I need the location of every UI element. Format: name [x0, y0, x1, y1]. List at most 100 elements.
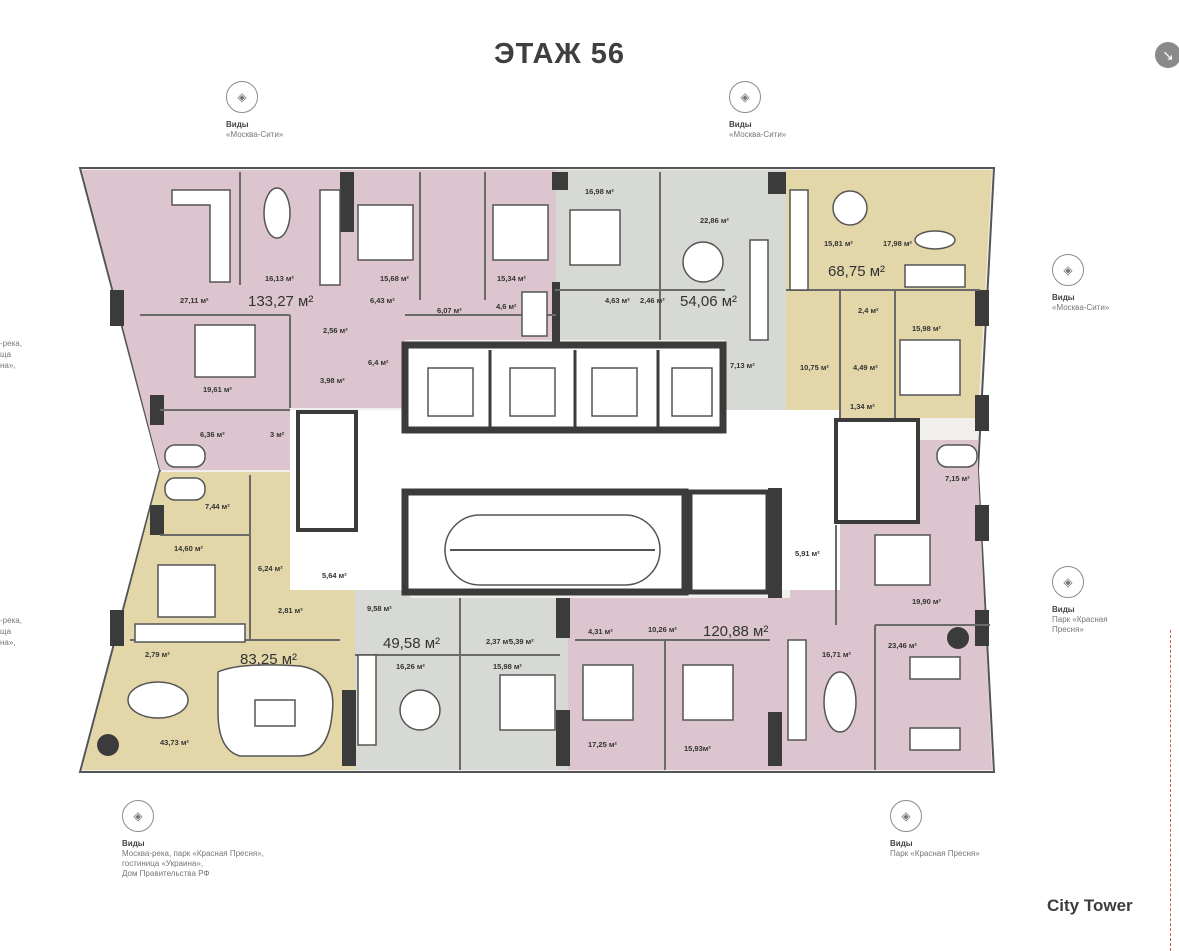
view-marker-bottom-right[interactable]: ◈ Виды Парк «Красная Пресня»	[890, 800, 980, 859]
view-marker-right-top[interactable]: ◈ Виды «Москва-Сити»	[1052, 254, 1109, 313]
bathtubs	[164, 291, 978, 501]
clipped-line: на»,	[0, 361, 16, 370]
room-area: 19,61 м²	[203, 385, 232, 394]
room-area: 2,79 м²	[145, 650, 170, 659]
room-area: 10,75 м²	[800, 363, 829, 372]
room-area: 6,36 м²	[200, 430, 225, 439]
structural-walls	[110, 172, 989, 766]
eye-view-icon: ◈	[122, 800, 154, 832]
view-title: Виды	[890, 839, 913, 848]
clipped-line: ща	[0, 350, 12, 359]
apartment-total: 54,06 м²	[680, 293, 737, 310]
view-desc: Москва-река, парк «Красная Пресня», гост…	[122, 849, 264, 878]
plant-icon	[97, 734, 119, 756]
room-area: 16,26 м²	[396, 662, 425, 671]
room-area: 2,56 м²	[323, 326, 348, 335]
eye-view-icon: ◈	[729, 81, 761, 113]
room-area: 2,37 м²	[486, 637, 511, 646]
room-area: 3 м²	[270, 430, 285, 439]
view-title: Виды	[1052, 293, 1075, 302]
room-area: 15,98 м²	[493, 662, 522, 671]
room-area: 43,73 м²	[160, 738, 189, 747]
view-marker-top-right[interactable]: ◈ Виды «Москва-Сити»	[729, 81, 786, 140]
eye-view-icon: ◈	[1052, 254, 1084, 286]
room-area: 16,13 м²	[265, 274, 294, 283]
shaft	[687, 489, 771, 595]
eye-view-icon: ◈	[890, 800, 922, 832]
clipped-view-text-left-top: -река, ща на»,	[0, 338, 22, 371]
clipped-line: на»,	[0, 638, 16, 647]
arrow-down-right-icon[interactable]: ↘	[1155, 42, 1179, 68]
room-area: 16,98 м²	[585, 187, 614, 196]
room-area: 7,44 м²	[205, 502, 230, 511]
room-area: 22,86 м²	[700, 216, 729, 225]
room-area: 9,58 м²	[367, 604, 392, 613]
shaft	[296, 410, 358, 532]
sofa-furniture	[171, 189, 966, 757]
dashed-guide-line	[1170, 630, 1171, 951]
room-area: 19,90 м²	[912, 597, 941, 606]
clipped-view-text-left-bottom: -река, ща на»,	[0, 615, 22, 648]
apartment-total: 83,25 м²	[240, 651, 297, 668]
apartment-68-area[interactable]	[786, 170, 992, 418]
room-area: 16,71 м²	[822, 650, 851, 659]
room-area: 6,24 м²	[258, 564, 283, 573]
dining-tables	[127, 187, 956, 733]
bed-furniture	[157, 204, 961, 731]
plant-icon	[947, 627, 969, 649]
room-area: 3,98 м²	[320, 376, 345, 385]
elevator-car	[671, 367, 713, 417]
view-title: Виды	[122, 839, 145, 848]
room-area: 4,31 м²	[588, 627, 613, 636]
shaft	[834, 418, 920, 524]
view-desc: «Москва-Сити»	[1052, 303, 1110, 312]
view-desc: Парк «Красная Пресня»	[890, 849, 980, 858]
view-desc: Парк «Красная Пресня»	[1052, 615, 1108, 634]
room-area: 5,91 м²	[795, 549, 820, 558]
room-area: 2,46 м²	[640, 296, 665, 305]
room-area: 2,4 м²	[858, 306, 879, 315]
apartment-total: 133,27 м²	[248, 293, 313, 310]
view-title: Виды	[1052, 605, 1075, 614]
elevator-car	[427, 367, 474, 417]
room-area: 15,98 м²	[912, 324, 941, 333]
view-title: Виды	[729, 120, 752, 129]
apartment-133-area[interactable]	[82, 170, 556, 470]
room-area: 15,93м²	[684, 744, 711, 753]
partitions	[130, 172, 990, 770]
clipped-line: -река,	[0, 339, 22, 348]
room-area: 14,60 м²	[174, 544, 203, 553]
room-area: 10,26 м²	[648, 625, 677, 634]
eye-view-icon: ◈	[1052, 566, 1084, 598]
room-area: 15,81 м²	[824, 239, 853, 248]
room-area: 6,43 м²	[370, 296, 395, 305]
room-area: 4,63 м²	[605, 296, 630, 305]
room-area: 17,98 м²	[883, 239, 912, 248]
room-area: 15,34 м²	[497, 274, 526, 283]
view-desc: «Москва-Сити»	[226, 130, 284, 139]
view-marker-bottom-left[interactable]: ◈ Виды Москва-река, парк «Красная Пресня…	[122, 800, 264, 879]
view-title: Виды	[226, 120, 249, 129]
room-area: 2,81 м²	[278, 606, 303, 615]
room-area: 7,15 м²	[945, 474, 970, 483]
room-area: 4,6 м²	[496, 302, 517, 311]
room-area: 6,4 м²	[368, 358, 389, 367]
apartment-total: 49,58 м²	[383, 635, 440, 652]
apartment-total: 120,88 м²	[703, 623, 768, 640]
apartment-total: 68,75 м²	[828, 263, 885, 280]
brand-label: City Tower	[1047, 896, 1133, 915]
view-desc: «Москва-Сити»	[729, 130, 787, 139]
view-marker-right-bottom[interactable]: ◈ Виды Парк «Красная Пресня»	[1052, 566, 1108, 635]
room-area: 15,68 м²	[380, 274, 409, 283]
floor-title: ЭТАЖ 56	[494, 38, 625, 70]
clipped-line: -река,	[0, 616, 22, 625]
room-area: 6,07 м²	[437, 306, 462, 315]
room-area: 7,13 м²	[730, 361, 755, 370]
kitchen-counters	[134, 189, 809, 746]
room-area: 5,39 м²	[509, 637, 534, 646]
room-area: 23,46 м²	[888, 641, 917, 650]
view-marker-top-left[interactable]: ◈ Виды «Москва-Сити»	[226, 81, 283, 140]
eye-view-icon: ◈	[226, 81, 258, 113]
clipped-line: ща	[0, 627, 12, 636]
